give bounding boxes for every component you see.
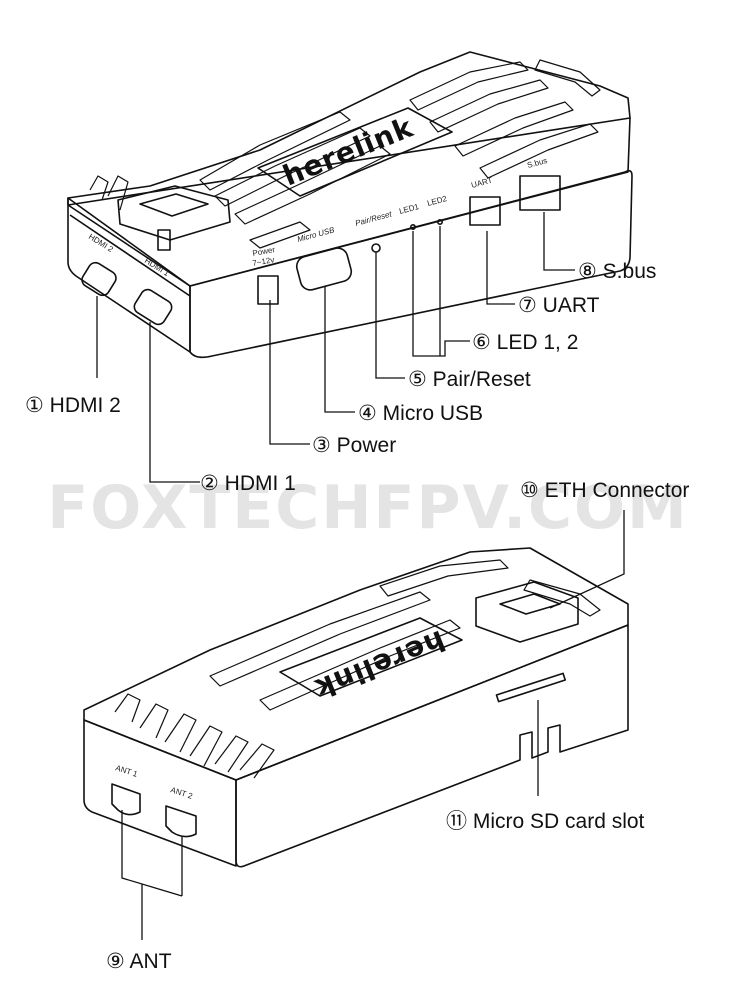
callout-power: ③ Power bbox=[312, 434, 396, 457]
top-device-eth-block bbox=[117, 185, 231, 241]
callout-micro-sd: ⑪ Micro SD card slot bbox=[446, 810, 645, 833]
top-device-heatsink-fins bbox=[89, 59, 601, 249]
uart-port bbox=[469, 196, 501, 226]
silk-led1: LED1 bbox=[398, 202, 420, 216]
callout-hdmi1: ② HDMI 1 bbox=[200, 472, 296, 495]
bottom-device-eth-block bbox=[475, 581, 579, 643]
power-port bbox=[257, 275, 279, 305]
micro-usb-port bbox=[295, 247, 353, 291]
leader-lines-bottom bbox=[121, 510, 625, 940]
silk-micro-usb: Micro USB bbox=[296, 225, 336, 244]
callout-led: ⑥ LED 1, 2 bbox=[472, 331, 578, 354]
leader-lines-top bbox=[96, 212, 575, 483]
ant2-port bbox=[165, 805, 197, 838]
callout-eth: ⑩ ETH Connector bbox=[520, 479, 689, 502]
callouts: ① HDMI 2 ② HDMI 1 ③ Power ④ Micro USB ⑤ … bbox=[25, 260, 689, 973]
callout-pair-reset: ⑤ Pair/Reset bbox=[408, 368, 531, 391]
callout-ant: ⑨ ANT bbox=[106, 950, 172, 973]
silk-ant1: ANT 1 bbox=[114, 763, 139, 779]
callout-sbus: ⑧ S.bus bbox=[578, 260, 656, 283]
top-device-left-face bbox=[67, 197, 191, 353]
top-device-label-plate bbox=[257, 107, 453, 197]
silk-ant2: ANT 2 bbox=[169, 785, 194, 801]
silk-uart: UART bbox=[470, 176, 493, 190]
micro-sd-slot bbox=[495, 672, 567, 703]
sbus-port bbox=[519, 175, 561, 211]
silk-led2: LED2 bbox=[426, 194, 448, 208]
bottom-device-label-plate bbox=[279, 617, 463, 697]
hdmi1-port bbox=[133, 288, 173, 326]
silk-pair-reset: Pair/Reset bbox=[354, 209, 393, 228]
callout-uart: ⑦ UART bbox=[518, 294, 600, 317]
hdmi2-port bbox=[81, 261, 117, 297]
watermark: FOXTECHFPV.COM bbox=[47, 473, 688, 543]
bottom-device-heatsink-fins bbox=[114, 559, 601, 779]
led2 bbox=[436, 219, 443, 226]
ant1-port bbox=[111, 783, 141, 816]
silk-power: Power bbox=[252, 245, 276, 258]
silk-power-voltage: 7~12v bbox=[252, 255, 275, 268]
callout-hdmi2: ① HDMI 2 bbox=[25, 394, 121, 417]
top-device-top-face bbox=[67, 51, 631, 206]
bottom-device-brand: herelink bbox=[310, 624, 450, 706]
top-device-front-face bbox=[189, 169, 633, 359]
pair-reset-button bbox=[371, 243, 381, 253]
callout-micro-usb: ④ Micro USB bbox=[358, 402, 483, 425]
bottom-device-left-face bbox=[83, 719, 237, 867]
led1 bbox=[409, 224, 416, 231]
